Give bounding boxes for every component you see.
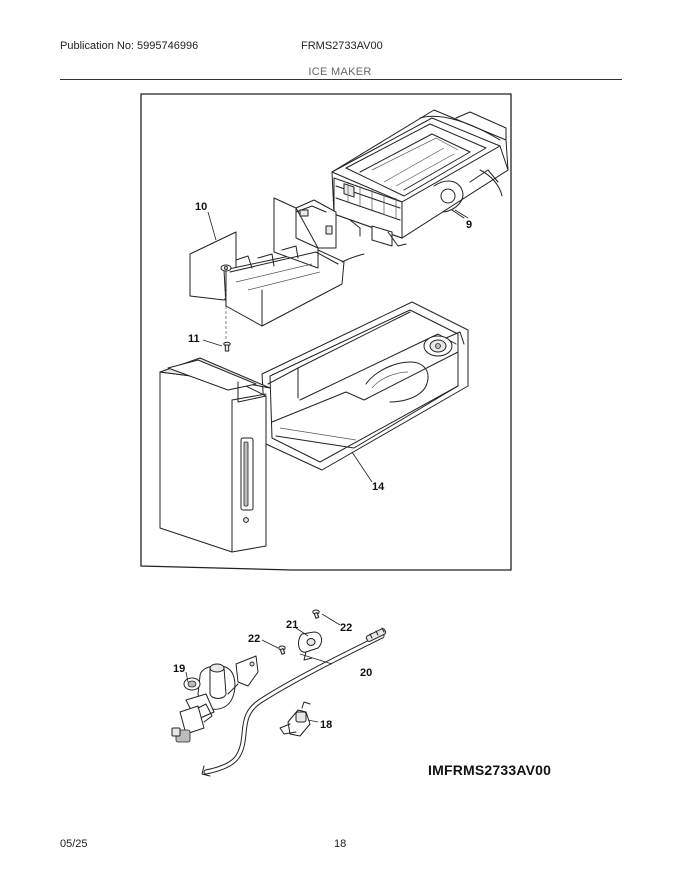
leader-lines <box>185 209 469 723</box>
part-21-clamp <box>298 631 322 661</box>
callout-21: 21 <box>286 619 298 631</box>
callout-9: 9 <box>466 219 472 231</box>
part-10-bucket-cover <box>189 197 365 327</box>
callout-19: 19 <box>173 663 185 675</box>
part-9-ice-maker <box>331 109 509 247</box>
section-title: ICE MAKER <box>308 66 372 78</box>
callout-22-left: 22 <box>248 633 260 645</box>
part-14-ice-bucket <box>159 301 469 553</box>
callout-22-right: 22 <box>340 622 352 634</box>
publication-number: Publication No: 5995746996 <box>60 40 199 52</box>
footer-date: 05/25 <box>60 838 88 850</box>
callout-20: 20 <box>360 667 372 679</box>
part-18-connector <box>279 701 311 737</box>
callout-10: 10 <box>195 201 207 213</box>
part-20-water-tube <box>201 627 387 777</box>
callout-18: 18 <box>320 719 332 731</box>
diagram-frame <box>140 93 512 571</box>
diagram-code: IMFRMS2733AV00 <box>428 762 552 778</box>
part-11-screw <box>223 286 231 352</box>
part-22-screw-left <box>278 645 286 655</box>
page-number: 18 <box>334 838 347 850</box>
callout-14: 14 <box>372 481 385 493</box>
header-rule <box>60 79 622 80</box>
model-number: FRMS2733AV00 <box>301 40 383 52</box>
callout-11: 11 <box>188 333 200 345</box>
part-22-screw-right <box>312 609 320 619</box>
